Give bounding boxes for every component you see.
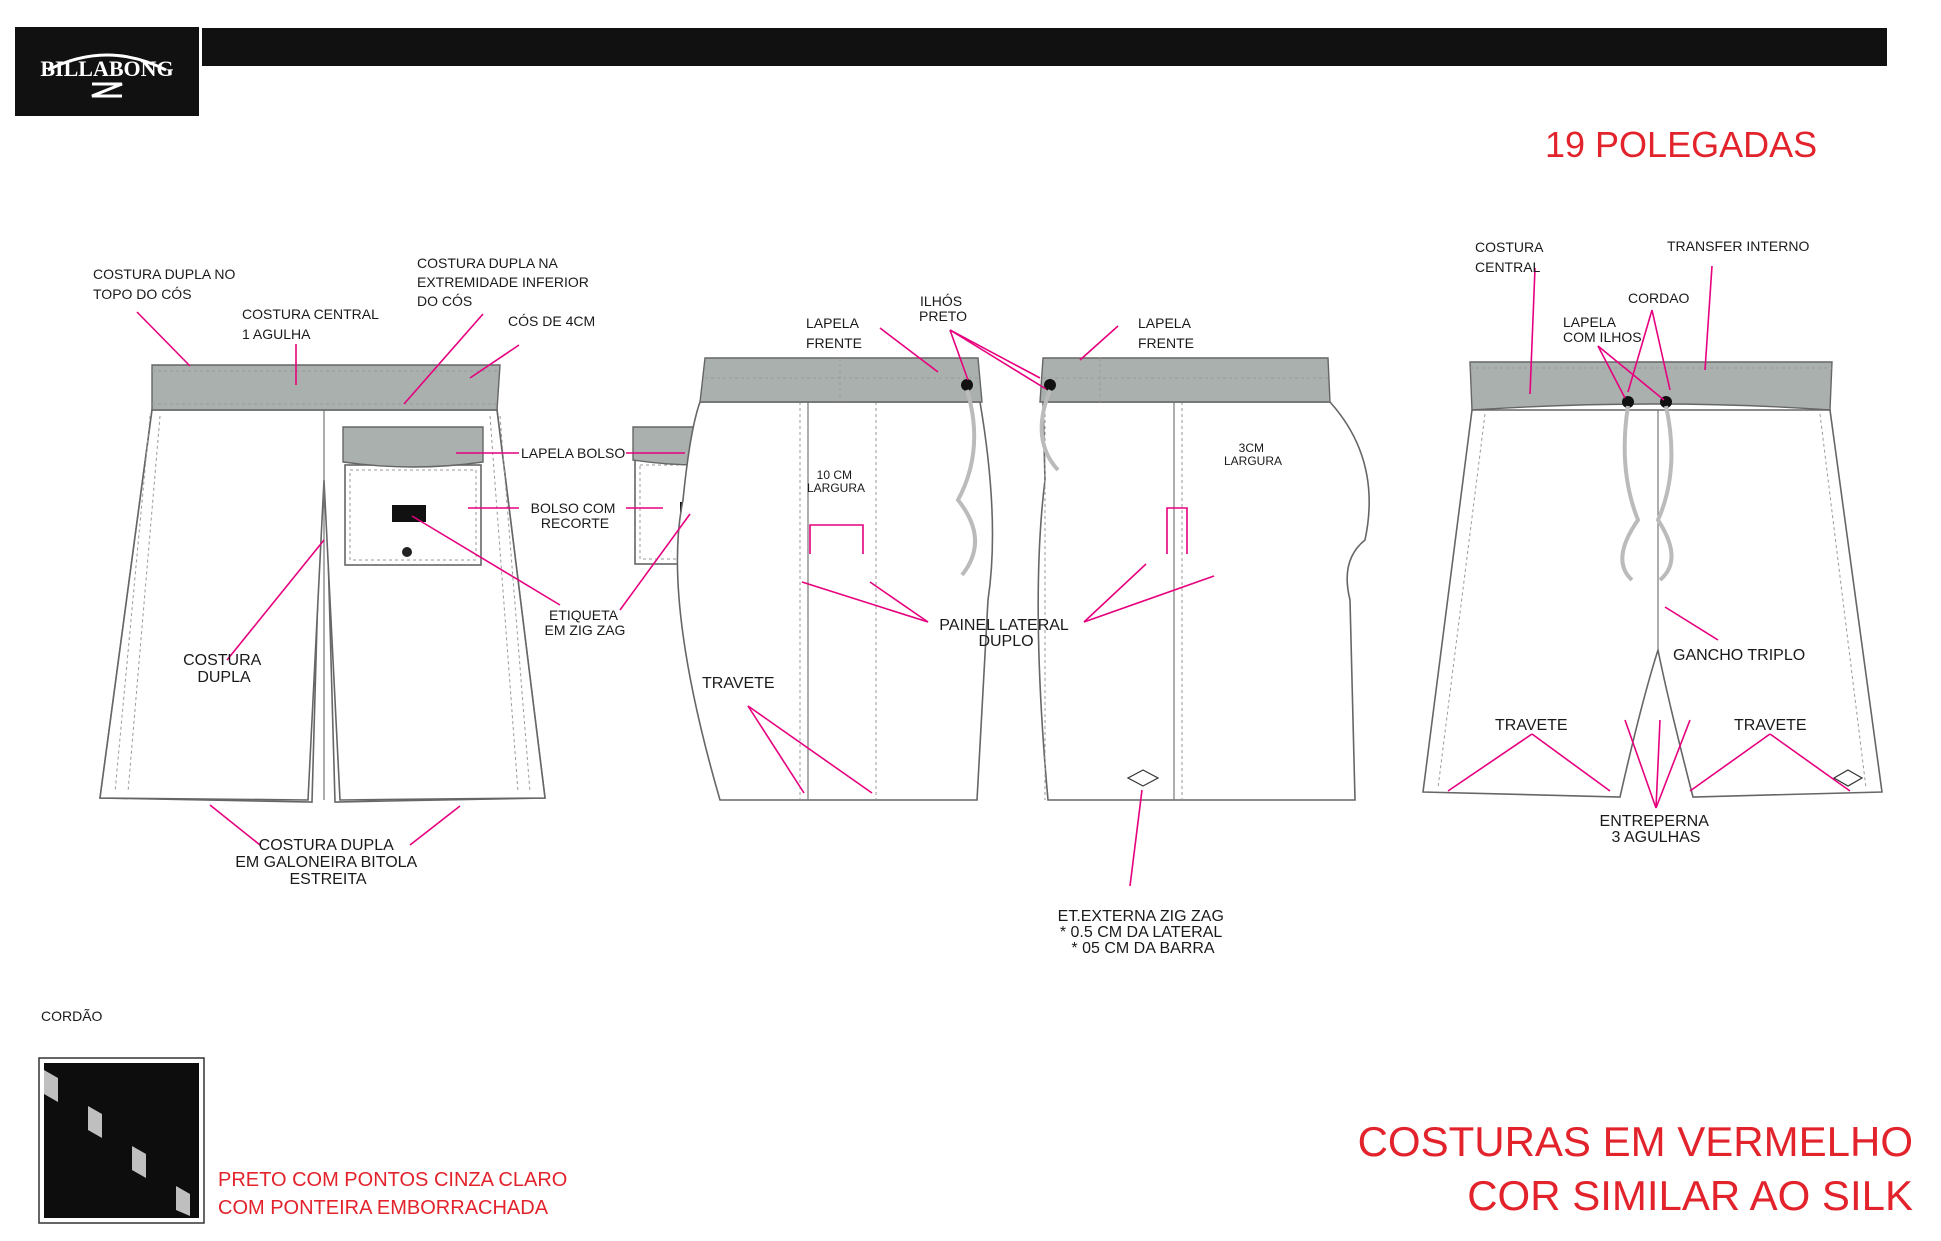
callout-labels: COSTURA DUPLA NO TOPO DO CÓS COSTURA CEN… xyxy=(93,238,1809,957)
label-entreperna: ENTREPERNA 3 AGULHAS xyxy=(1600,813,1713,846)
cord-title: CORDÃO xyxy=(41,1008,103,1024)
label-painel-lateral: PAINEL LATERAL DUPLO xyxy=(939,617,1072,650)
label-lapela-bolso: LAPELA BOLSO xyxy=(521,445,625,461)
label-etiqueta-zigzag: ETIQUETA EM ZIG ZAG xyxy=(545,607,626,638)
label-costura-central-1agulha: COSTURA CENTRAL 1 AGULHA xyxy=(242,306,382,342)
label-lapela-frente-right: LAPELA FRENTE xyxy=(1138,315,1194,351)
front-view-garment xyxy=(1422,361,1883,798)
label-et-externa: ET.EXTERNA ZIG ZAG * 0.5 CM DA LATERAL *… xyxy=(1058,908,1229,957)
label-cos-4cm: CÓS DE 4CM xyxy=(508,313,595,329)
footer-note: COSTURAS EM VERMELHO COR SIMILAR AO SILK xyxy=(1358,1118,1913,1219)
cord-section: CORDÃO PRETO COM PONTOS CINZA CLARO COM … xyxy=(38,1008,567,1224)
label-travete-side: TRAVETE xyxy=(702,675,775,692)
label-costura-central-front: COSTURA CENTRAL xyxy=(1475,239,1547,275)
label-costura-dupla-extremidade: COSTURA DUPLA NA EXTREMIDADE INFERIOR DO… xyxy=(417,255,593,309)
footer-note-line1: COSTURAS EM VERMELHO xyxy=(1358,1118,1913,1165)
side-view-left-garment xyxy=(676,357,994,801)
label-travete-right: TRAVETE xyxy=(1734,717,1807,734)
label-lapela-com-ilhos: LAPELA COM ILHOS xyxy=(1563,314,1642,345)
leader-lines xyxy=(136,265,1851,887)
label-gancho-triplo: GANCHO TRIPLO xyxy=(1673,647,1805,664)
label-largura-3cm: 3CM LARGURA xyxy=(1224,441,1282,468)
label-ilhos-preto: ILHÓS PRETO xyxy=(919,293,967,324)
cord-dots xyxy=(44,1070,190,1216)
brand-logo-box xyxy=(15,27,199,116)
billabong-logo-icon: BILLABONG xyxy=(40,53,174,98)
label-lapela-frente-left: LAPELA FRENTE xyxy=(806,315,862,351)
label-largura-10cm: 10 CM LARGURA xyxy=(807,468,865,495)
label-costura-dupla-topo: COSTURA DUPLA NO TOPO DO CÓS xyxy=(93,266,239,302)
cord-swatch xyxy=(44,1063,199,1218)
label-travete-left: TRAVETE xyxy=(1495,717,1568,734)
header: BILLABONG 19 POLEGADAS xyxy=(15,27,1887,165)
header-bar xyxy=(202,28,1887,66)
label-cordao-front: CORDAO xyxy=(1628,290,1690,306)
label-costura-galoneira: COSTURA DUPLA EM GALONEIRA BITOLA ESTREI… xyxy=(235,837,421,888)
label-costura-dupla: COSTURA DUPLA xyxy=(183,652,265,686)
size-title: 19 POLEGADAS xyxy=(1545,124,1817,165)
footer-note-line2: COR SIMILAR AO SILK xyxy=(1467,1172,1913,1219)
label-transfer-interno: TRANSFER INTERNO xyxy=(1667,238,1809,254)
back-view-garment xyxy=(99,364,546,803)
cord-description-line1: PRETO COM PONTOS CINZA CLARO xyxy=(218,1169,567,1191)
side-view-right-garment xyxy=(1037,357,1370,801)
label-bolso-recorte: BOLSO COM RECORTE xyxy=(531,500,620,531)
brand-logo-text: BILLABONG xyxy=(40,56,173,81)
cord-description-line2: COM PONTEIRA EMBORRACHADA xyxy=(218,1197,549,1219)
